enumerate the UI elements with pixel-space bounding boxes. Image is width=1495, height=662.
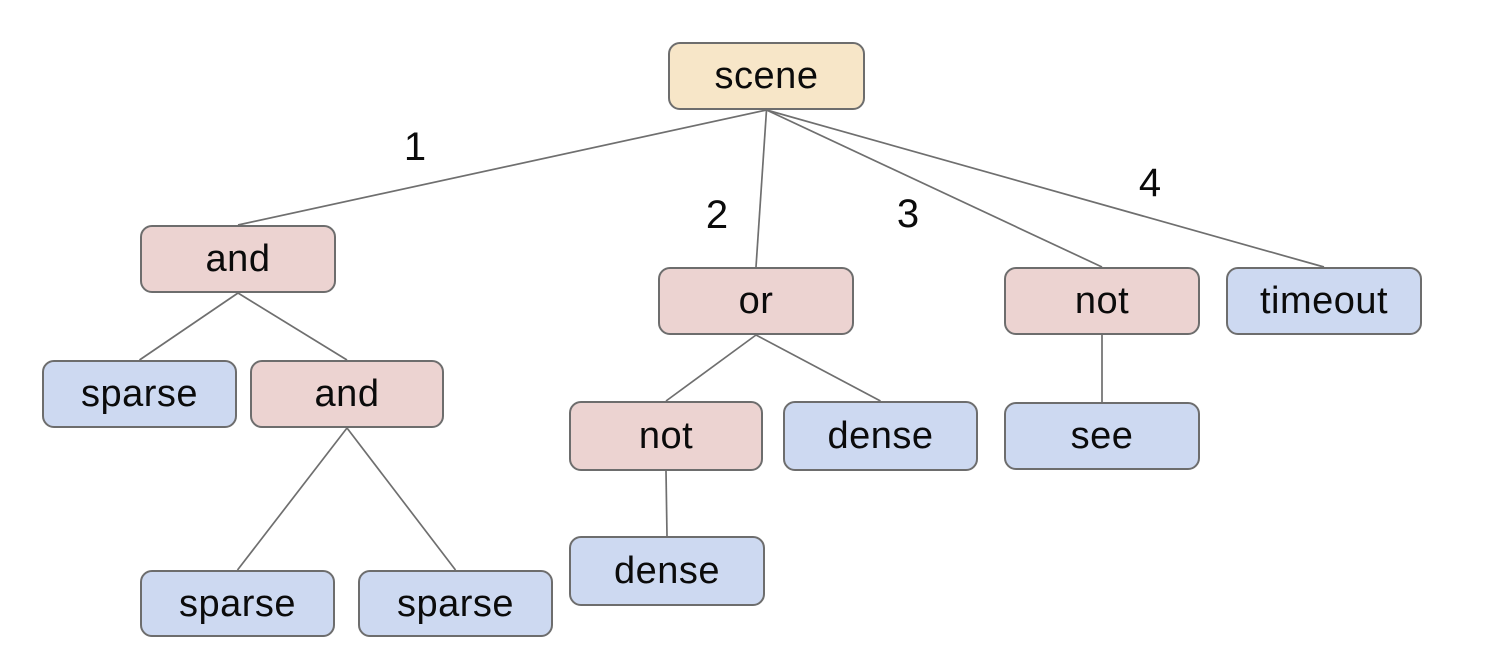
- edge-and2-sparse3: [346, 427, 457, 571]
- edge-and2-sparse2: [236, 427, 348, 571]
- edge-scene-not1: [766, 109, 1103, 268]
- tree-node-and1: and: [140, 225, 336, 293]
- tree-node-timeout1: timeout: [1226, 267, 1422, 335]
- edge-scene-or1: [755, 109, 768, 268]
- edge-scene-timeout1: [766, 109, 1325, 268]
- edge-not2-dense2: [665, 470, 668, 537]
- tree-node-dense2: dense: [569, 536, 765, 606]
- edge-and1-sparse1: [139, 292, 239, 361]
- edge-and1-and2: [237, 292, 348, 361]
- tree-node-sparse1: sparse: [42, 360, 237, 428]
- tree-node-dense1: dense: [783, 401, 978, 471]
- edge-label-3: 3: [896, 192, 920, 236]
- edge-label-2: 2: [705, 193, 729, 237]
- tree-node-see1: see: [1004, 402, 1200, 470]
- edge-label-1: 1: [403, 125, 427, 169]
- tree-node-or1: or: [658, 267, 854, 335]
- edge-scene-and1: [237, 109, 767, 226]
- tree-node-not1: not: [1004, 267, 1200, 335]
- edge-or1-not2: [665, 334, 757, 402]
- tree-node-sparse2: sparse: [140, 570, 335, 637]
- tree-node-sparse3: sparse: [358, 570, 553, 637]
- edge-label-4: 4: [1138, 161, 1162, 205]
- tree-node-not2: not: [569, 401, 763, 471]
- tree-node-scene: scene: [668, 42, 865, 110]
- tree-node-and2: and: [250, 360, 444, 428]
- edge-or1-dense1: [755, 334, 881, 402]
